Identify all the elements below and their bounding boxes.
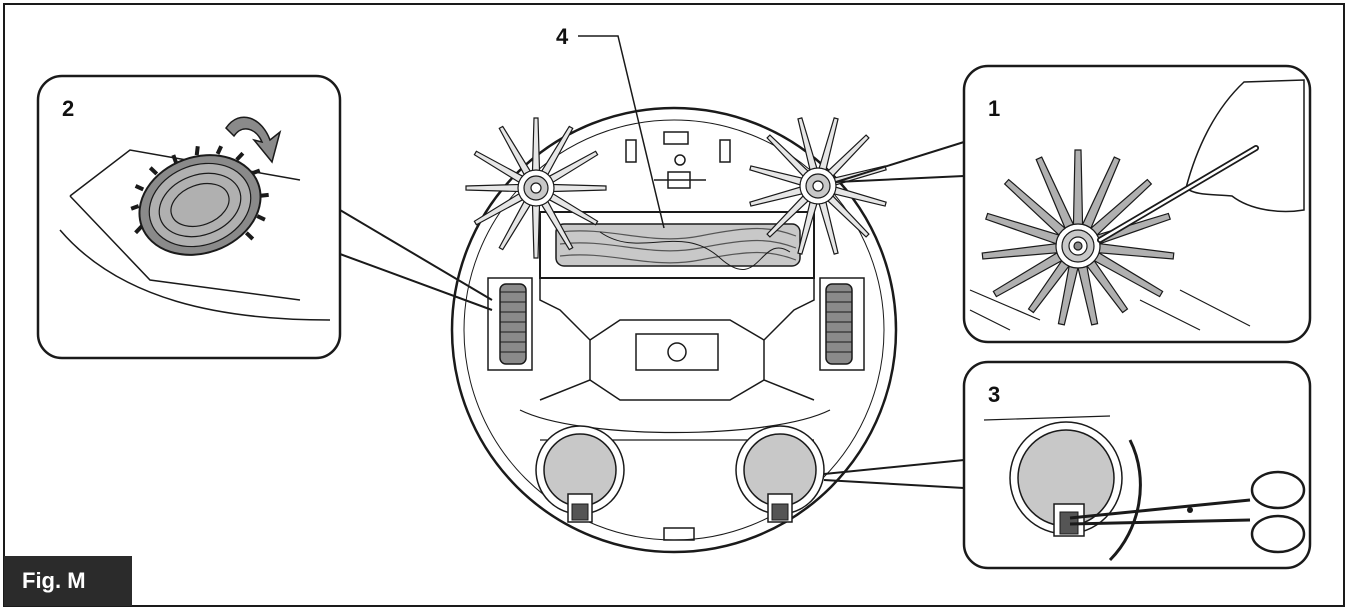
curved-housing-line [1108, 439, 1142, 562]
callout-number-2: 2 [62, 96, 74, 121]
right-caster-wheel [735, 425, 825, 523]
main-brush-bristle-lines [559, 227, 797, 264]
figure-label: Fig. M [4, 556, 132, 606]
floor-lines [969, 289, 1251, 331]
right-side-brush [749, 117, 887, 255]
left-side-brush [465, 117, 607, 259]
charge-contact [674, 154, 686, 166]
leader-line-drive-wheel [339, 253, 493, 311]
left-caster-wheel [535, 425, 625, 523]
callout-panel-caster-wheel: 3 [962, 360, 1312, 570]
leader-line-drive-wheel [339, 209, 493, 301]
leader-line-side-brush [835, 141, 965, 183]
leader-line-main-brush [578, 35, 665, 229]
hand-outline [1185, 79, 1305, 213]
callout-number-3: 3 [988, 382, 1000, 407]
rotation-arrow-icon [225, 116, 282, 164]
scissors-icon [1069, 470, 1306, 554]
callout-panel-drive-wheel: 2 [36, 74, 342, 360]
left-drive-wheel [487, 277, 533, 371]
callout-number-4: 4 [556, 24, 569, 49]
cleaning-tool-highlight [1098, 146, 1258, 242]
sensor-slot [625, 139, 637, 163]
main-brush-roller [555, 223, 801, 267]
side-brush-closeup [981, 149, 1175, 326]
callout-panel-side-brush: 1 [962, 64, 1312, 344]
callout-number-1: 1 [988, 96, 1000, 121]
right-drive-wheel [819, 277, 865, 371]
caster-wheel-closeup [1009, 421, 1123, 537]
drive-wheel-closeup [130, 145, 269, 256]
leader-line-caster-wheel [823, 479, 965, 489]
chassis-frame [539, 278, 815, 401]
leader-line-side-brush [835, 175, 965, 183]
center-panel [635, 333, 719, 371]
panel-top-line [983, 415, 1111, 421]
center-screw [667, 342, 687, 362]
sensor-slot [719, 139, 731, 163]
sensor-slot [663, 131, 689, 145]
leader-line-caster-wheel [823, 459, 965, 475]
rear-slot [663, 527, 695, 541]
robot-vacuum-underside [450, 106, 898, 554]
hair-tangle [599, 231, 791, 270]
main-brush-housing [539, 211, 815, 279]
chassis-center-frame [589, 319, 765, 401]
